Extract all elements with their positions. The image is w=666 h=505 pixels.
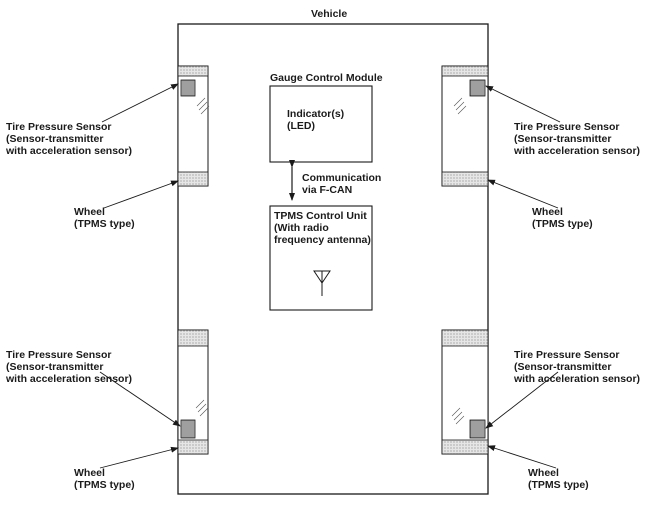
tpms-unit-label: TPMS Control Unit (With radio frequency … — [274, 210, 371, 246]
sensor-label-rear-left: Tire Pressure Sensor (Sensor-transmitter… — [6, 349, 132, 385]
gauge-module-box — [269, 85, 373, 163]
wheel-label-front-right: Wheel (TPMS type) — [532, 206, 593, 230]
sensor-label-line-1: Tire Pressure Sensor — [6, 349, 112, 361]
wheel-label-line-1: Wheel — [528, 467, 559, 479]
indicator-line-2: (LED) — [287, 120, 315, 132]
sensor-label-line-3: with acceleration sensor) — [514, 373, 641, 385]
tpms-unit-box — [269, 205, 373, 311]
indicator-line-1: Indicator(s) — [287, 108, 345, 120]
wheel-label-line-2: (TPMS type) — [74, 479, 135, 491]
sensor-label-line-3: with acceleration sensor) — [514, 145, 641, 157]
sensor-front-left — [180, 79, 196, 97]
wheel-label-line-2: (TPMS type) — [74, 218, 135, 230]
sensor-label-line-1: Tire Pressure Sensor — [6, 121, 112, 133]
antenna-icon — [313, 270, 331, 296]
wheel-label-line-2: (TPMS type) — [532, 218, 593, 230]
sensor-label-line-3: with acceleration sensor) — [6, 373, 133, 385]
wheel-front-left — [177, 65, 210, 187]
sensor-front-right — [469, 79, 486, 97]
sensor-label-line-1: Tire Pressure Sensor — [514, 121, 620, 133]
sensor-label-line-2: (Sensor-transmitter — [514, 361, 612, 373]
tpms-unit-line-2: (With radio — [274, 222, 329, 234]
sensor-rear-right — [469, 419, 486, 439]
wheel-label-line-1: Wheel — [74, 467, 105, 479]
vehicle-label: Vehicle — [311, 8, 348, 20]
gauge-module-title: Gauge Control Module — [270, 72, 383, 84]
indicator-label: Indicator(s) (LED) — [287, 108, 344, 132]
sensor-label-line-1: Tire Pressure Sensor — [514, 349, 620, 361]
sensor-rear-left — [180, 419, 196, 439]
communication-label: Communication via F-CAN — [302, 172, 381, 196]
sensor-label-rear-right: Tire Pressure Sensor (Sensor-transmitter… — [514, 349, 640, 385]
sensor-label-line-3: with acceleration sensor) — [6, 145, 133, 157]
communication-line-1: Communication — [302, 172, 382, 184]
sensor-label-front-left: Tire Pressure Sensor (Sensor-transmitter… — [6, 121, 132, 157]
wheel-rear-right — [441, 329, 489, 455]
sensor-label-line-2: (Sensor-transmitter — [514, 133, 612, 145]
tpms-unit-line-1: TPMS Control Unit — [274, 210, 367, 222]
sensor-label-front-right: Tire Pressure Sensor (Sensor-transmitter… — [514, 121, 640, 157]
wheel-rear-left — [177, 329, 209, 455]
wheel-label-rear-left: Wheel (TPMS type) — [74, 467, 135, 491]
communication-line-2: via F-CAN — [302, 184, 353, 196]
wheel-label-line-1: Wheel — [532, 206, 563, 218]
wheel-label-rear-right: Wheel (TPMS type) — [528, 467, 589, 491]
wheel-label-line-2: (TPMS type) — [528, 479, 589, 491]
sensor-label-line-2: (Sensor-transmitter — [6, 361, 104, 373]
vehicle-outline — [177, 23, 489, 495]
tpms-unit-line-3: frequency antenna) — [274, 234, 371, 246]
wheel-label-front-left: Wheel (TPMS type) — [74, 206, 135, 230]
wheel-front-right — [441, 65, 489, 187]
wheel-label-line-1: Wheel — [74, 206, 105, 218]
sensor-label-line-2: (Sensor-transmitter — [6, 133, 104, 145]
